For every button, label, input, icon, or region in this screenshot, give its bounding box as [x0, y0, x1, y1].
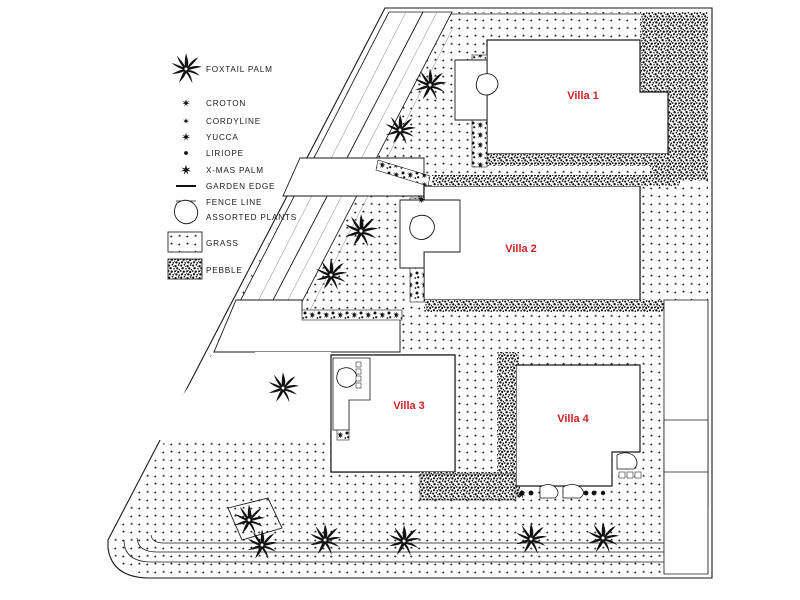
legend-label: YUCCA: [206, 133, 239, 142]
croton-symbol: [182, 99, 190, 107]
legend-item-liriope: LIRIOPE: [184, 149, 244, 158]
pebble-swatch: [167, 258, 203, 280]
villa-2-block: [301, 159, 708, 321]
site-boundary: [107, 7, 713, 579]
legend-item-croton: CROTON: [182, 99, 246, 108]
villa-4-label: Villa 4: [557, 413, 589, 425]
courtyard-paving: [213, 299, 401, 430]
assorted-plants-symbol: [174, 199, 199, 225]
legend-label: FENCE LINE: [206, 198, 262, 207]
legend-label: ASSORTED PLANTS: [206, 213, 297, 222]
villa-3-label: Villa 3: [393, 400, 425, 412]
grass-swatch: [167, 231, 203, 253]
legend: FOXTAIL PALM CROTON CORDYLINE YUCCA LIRI…: [167, 53, 297, 280]
legend-label: GRASS: [206, 239, 239, 248]
legend-label: X-MAS PALM: [206, 166, 264, 175]
legend-label: CORDYLINE: [206, 117, 261, 126]
legend-label: LIRIOPE: [206, 149, 244, 158]
legend-label: FOXTAIL PALM: [206, 65, 273, 74]
villa-1-label: Villa 1: [567, 90, 599, 102]
legend-item-yucca: YUCCA: [181, 132, 239, 142]
legend-item-assorted-plants: ASSORTED PLANTS: [174, 199, 297, 225]
legend-item-cordyline: CORDYLINE: [183, 117, 261, 126]
legend-item-xmas-palm: X-MAS PALM: [180, 164, 264, 175]
right-parcels: [663, 299, 709, 575]
legend-item-foxtail-palm: FOXTAIL PALM: [171, 53, 273, 84]
xmas-palm-symbol: [180, 164, 192, 175]
legend-item-pebble: PEBBLE: [167, 258, 243, 280]
legend-label: CROTON: [206, 99, 246, 108]
liriope-symbol: [184, 151, 188, 155]
corner-planter: [227, 497, 283, 541]
legend-item-garden-edge: GARDEN EDGE: [176, 182, 275, 191]
villa-labels: Villa 1 Villa 2 Villa 3 Villa 4: [393, 90, 599, 425]
legend-label: PEBBLE: [206, 266, 243, 275]
legend-label: GARDEN EDGE: [206, 182, 275, 191]
cordyline-symbol: [183, 118, 189, 124]
yucca-symbol: [181, 132, 191, 141]
villa-2-label: Villa 2: [505, 243, 537, 255]
assorted-plants-row: [516, 484, 606, 499]
foxtail-palm-symbol: [171, 53, 202, 84]
legend-item-grass: GRASS: [167, 231, 239, 253]
